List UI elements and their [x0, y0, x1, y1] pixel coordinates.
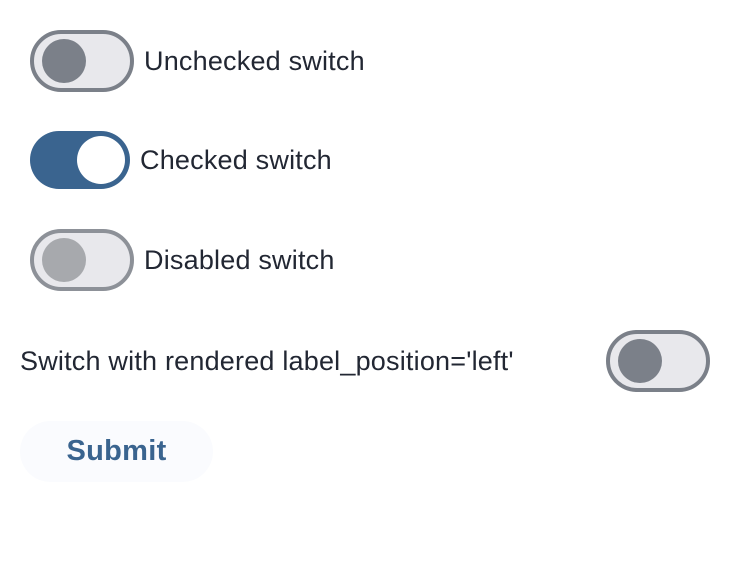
switch-knob: [618, 339, 662, 383]
checked-switch-toggle[interactable]: [30, 131, 130, 189]
label-left-switch-label: Switch with rendered label_position='lef…: [20, 345, 514, 376]
switch-knob: [42, 39, 86, 83]
switch-knob: [77, 136, 125, 184]
label-left-switch-toggle[interactable]: [606, 330, 710, 392]
disabled-switch-label: Disabled switch: [144, 244, 335, 275]
disabled-switch-toggle: [30, 229, 134, 291]
unchecked-switch-label: Unchecked switch: [144, 45, 365, 76]
switch-row-unchecked: Unchecked switch: [30, 30, 365, 92]
switch-row-disabled: Disabled switch: [30, 229, 335, 291]
switch-row-label-left: Switch with rendered label_position='lef…: [20, 330, 710, 392]
unchecked-switch-toggle[interactable]: [30, 30, 134, 92]
submit-button[interactable]: Submit: [20, 421, 213, 482]
switch-row-checked: Checked switch: [30, 131, 332, 189]
checked-switch-label: Checked switch: [140, 144, 332, 175]
switch-knob: [42, 238, 86, 282]
